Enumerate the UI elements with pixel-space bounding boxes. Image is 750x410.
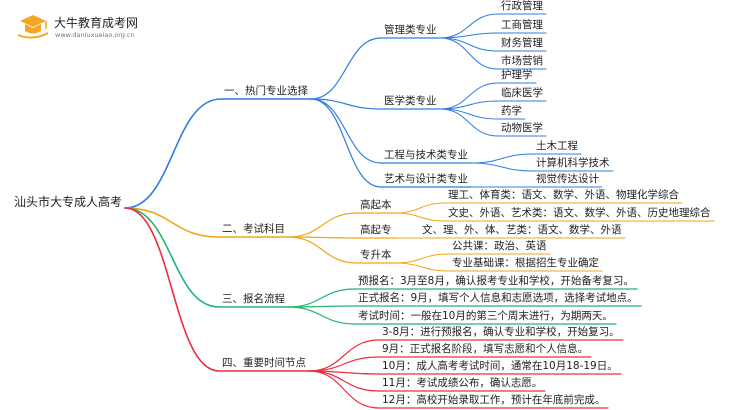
- connector-item-date-mar-aug: [308, 339, 380, 372]
- connector-item-date-dec: [308, 370, 380, 409]
- item-date-dec: 12月：高校开始录取工作，预计在年底前完成。: [382, 394, 606, 406]
- item-veterinary-medicine: 动物医学: [501, 122, 543, 134]
- item-computer-science: 计算机科学技术: [536, 157, 610, 169]
- group-arts-design: 艺术与设计类专业: [384, 173, 468, 185]
- item-pharmacy: 药学: [501, 105, 522, 117]
- item-public-courses: 公共课：政治、英语: [452, 240, 547, 252]
- item-science-pe-subjects: 理工、体育类：语文、数学、外语、物理化学综合: [448, 189, 679, 201]
- item-business-management: 工商管理: [501, 19, 543, 31]
- connector-item-public-administration: [439, 13, 499, 39]
- brand-url: www.daniuxueiao.org.cn: [55, 31, 135, 39]
- branch-registration-process: 三、报名流程: [222, 293, 285, 305]
- connector-item-public-courses: [394, 253, 450, 264]
- connector-item-clinical-medicine: [439, 100, 499, 110]
- connector-root-branch-registration-process: [124, 207, 220, 308]
- item-exam-time: 考试时间：一般在10月的第三个周末进行，为期两天。: [358, 310, 613, 322]
- item-clinical-medicine: 临床医学: [501, 87, 543, 99]
- item-date-sep: 9月：正式报名阶段，填写志愿和个人信息。: [382, 343, 589, 355]
- branch-hot-majors: 一、热门专业选择: [224, 85, 308, 97]
- group-hs-to-associate: 高起专: [360, 224, 392, 236]
- item-marketing: 市场营销: [501, 55, 543, 67]
- connector-item-financial-management: [439, 37, 499, 52]
- connector-item-pre-registration: [287, 288, 356, 308]
- root-topic: 汕头市大专成人高考: [14, 195, 123, 209]
- item-date-mar-aug: 3-8月：进行预报名，确认专业和学校，开始复习。: [382, 326, 620, 338]
- branch-key-dates: 四、重要时间节点: [222, 357, 306, 369]
- group-management: 管理类专业: [384, 24, 437, 36]
- item-date-nov: 11月：考试成绩公布，确认志愿。: [382, 377, 543, 389]
- connector-item-veterinary-medicine: [439, 108, 499, 137]
- connector-item-major-foundation-courses: [394, 262, 450, 272]
- item-major-foundation-courses: 专业基础课：根据招生专业确定: [452, 257, 599, 269]
- connector-item-humanities-arts-subjects: [394, 212, 446, 222]
- connector-group-arts-design: [310, 98, 382, 188]
- item-formal-registration: 正式报名：9月，填写个人信息和志愿选项，选择考试地点。: [358, 292, 638, 304]
- connector-root-branch-hot-majors: [124, 98, 222, 209]
- item-associate-subjects: 文、理、外、体、艺类：语文、数学、外语: [422, 224, 622, 236]
- item-financial-management: 财务管理: [501, 37, 543, 49]
- item-visual-communication: 视觉传达设计: [536, 173, 599, 185]
- logo-icon: [14, 12, 52, 42]
- item-public-administration: 行政管理: [501, 0, 543, 12]
- brand-name: 大牛教育成考网: [54, 16, 139, 30]
- connector-item-date-sep: [308, 356, 380, 372]
- group-hs-to-bachelor: 高起本: [360, 199, 392, 211]
- connector-item-marketing: [439, 37, 499, 70]
- connector-root-branch-key-dates: [124, 207, 220, 372]
- connector-group-medicine: [310, 98, 382, 110]
- connector-item-pharmacy: [439, 108, 499, 120]
- item-civil-engineering: 土木工程: [536, 140, 578, 152]
- item-humanities-arts-subjects: 文史、外语、艺术类：语文、数学、外语、历史地理综合: [448, 207, 711, 219]
- connector-group-associate-to-bachelor: [287, 236, 358, 264]
- group-medicine: 医学类专业: [384, 95, 437, 107]
- connector-item-civil-engineering: [470, 153, 534, 164]
- connector-root-branch-exam-subjects: [124, 207, 220, 238]
- group-associate-to-bachelor: 专升本: [360, 249, 392, 261]
- connector-item-computer-science: [470, 162, 534, 172]
- connector-group-management: [310, 37, 382, 100]
- connector-item-science-pe-subjects: [394, 202, 446, 214]
- branch-exam-subjects: 二、考试科目: [222, 223, 285, 235]
- item-date-oct: 10月：成人高考考试时间，通常在10月18-19日。: [382, 360, 618, 372]
- group-engineering: 工程与技术类专业: [384, 149, 468, 161]
- item-pre-registration: 预报名：3月至8月，确认报考专业和学校，开始备考复习。: [358, 275, 634, 287]
- item-nursing: 护理学: [501, 69, 533, 81]
- connector-item-exam-time: [287, 306, 356, 325]
- connector-group-hs-to-bachelor: [287, 212, 358, 238]
